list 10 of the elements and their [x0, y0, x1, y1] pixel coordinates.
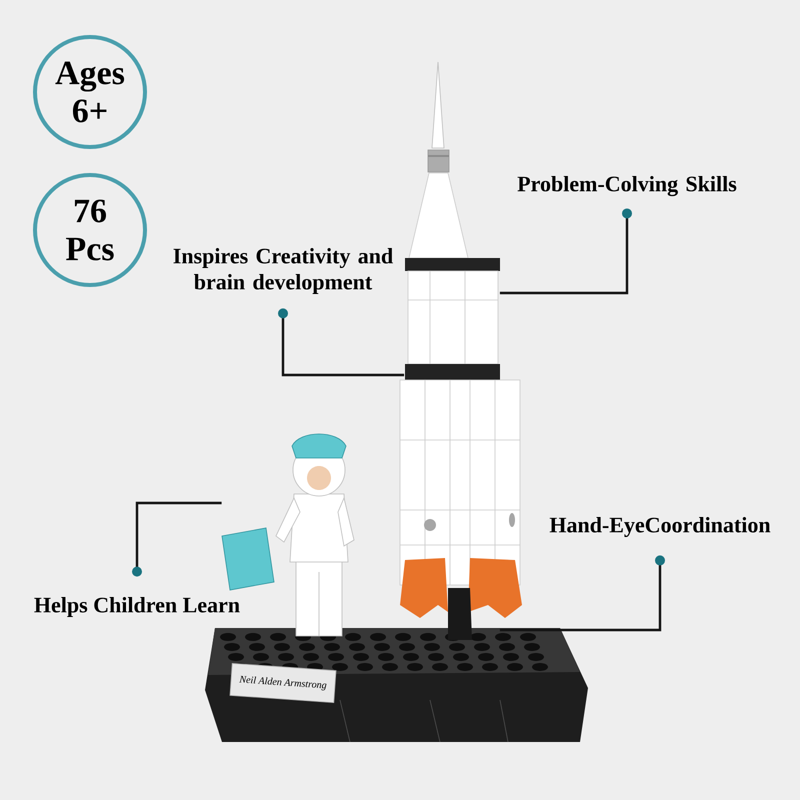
age-badge: Ages 6+: [33, 35, 147, 149]
piece-count-badge: 76 Pcs: [33, 173, 147, 287]
callout-text: Hand-EyeCoordination: [550, 517, 770, 537]
callout-text: Problem-Colving Skills: [518, 176, 736, 196]
leader-line: [132, 502, 222, 577]
leader-line: [278, 308, 404, 376]
callout-text: Helps Children Learn: [34, 597, 240, 617]
leader-line: [500, 208, 632, 294]
leader-line: [500, 555, 665, 632]
callout-text: Inspires Creativity and brain development: [174, 248, 393, 294]
